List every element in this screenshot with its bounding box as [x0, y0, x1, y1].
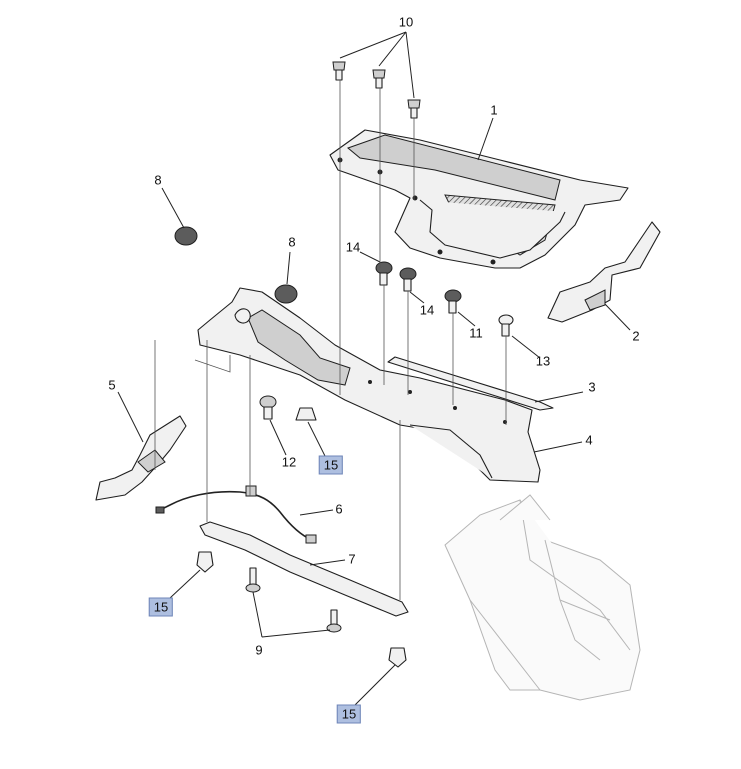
part-15-plug [388, 647, 407, 668]
callout-15: 15 [318, 455, 344, 475]
part-14-clip [399, 267, 417, 292]
part-7-lower-strip [199, 521, 409, 617]
callout-4: 4 [585, 432, 593, 448]
callout-12: 12 [281, 454, 297, 470]
callout-8: 8 [154, 172, 162, 188]
part-13-clip [498, 314, 514, 337]
part-8-grommet [274, 284, 298, 304]
callout-8: 8 [288, 234, 296, 250]
part-9-screw [245, 567, 261, 593]
part-11-clip [444, 289, 462, 314]
callout-13: 13 [535, 353, 551, 369]
callout-7: 7 [348, 551, 356, 567]
callout-14: 14 [419, 302, 435, 318]
leader-lines [117, 31, 631, 709]
callout-15: 15 [336, 704, 362, 724]
callout-3: 3 [588, 379, 596, 395]
part-1-cowl-grille [329, 129, 629, 269]
part-15-plug [196, 551, 214, 573]
callout-6: 6 [335, 501, 343, 517]
callout-2: 2 [632, 328, 640, 344]
background-housing [444, 494, 641, 701]
callout-15: 15 [148, 597, 174, 617]
part-14-clip [375, 261, 393, 286]
part-12-clip [259, 395, 277, 420]
part-2-side-bracket [547, 221, 661, 323]
part-3-seal-strip [387, 356, 554, 411]
part-15-plug [295, 407, 317, 421]
part-4-plenum-panel [197, 287, 541, 483]
part-6-washer-hose [155, 485, 317, 544]
part-10-screw [407, 99, 421, 119]
callout-14: 14 [345, 239, 361, 255]
part-10-screw [332, 61, 346, 81]
part-10-screw [372, 69, 386, 89]
part-5-side-bracket [95, 415, 187, 501]
callout-1: 1 [490, 102, 498, 118]
callout-5: 5 [108, 377, 116, 393]
fasteners [174, 61, 514, 668]
part-8-grommet [174, 226, 198, 246]
callout-11: 11 [469, 325, 483, 341]
callout-10: 10 [398, 14, 414, 30]
part-9-screw [326, 609, 342, 633]
callout-9: 9 [255, 642, 263, 658]
